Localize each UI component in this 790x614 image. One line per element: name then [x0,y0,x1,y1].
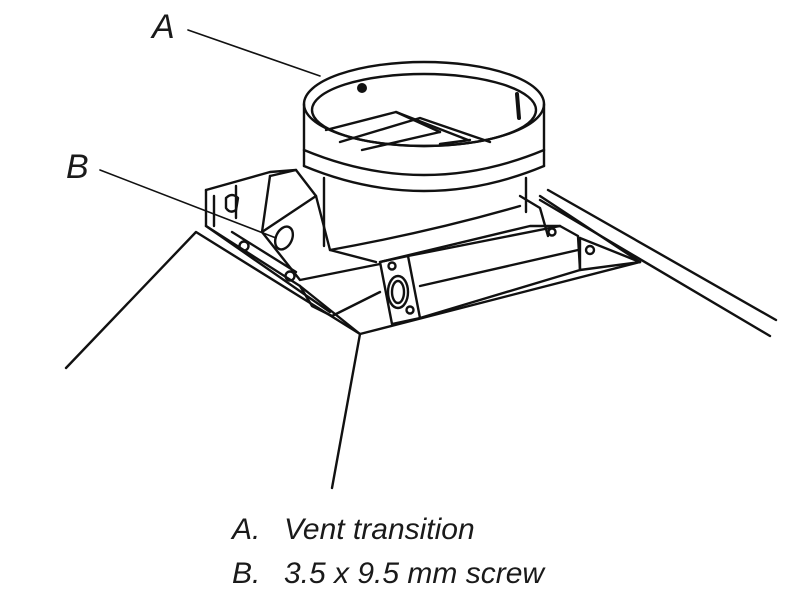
legend: A. Vent transition B. 3.5 x 9.5 mm screw [232,508,544,596]
legend-text: 3.5 x 9.5 mm screw [284,557,545,590]
hood-body [64,188,778,490]
legend-item-b: B. 3.5 x 9.5 mm screw [232,552,544,596]
collar-hole [357,83,367,93]
legend-text: Vent transition [284,513,475,546]
callout-a: A [152,8,175,46]
mounting-bracket [204,168,642,336]
legend-letter: A. [232,513,261,546]
callout-b: B [66,148,89,186]
leader-line-a [187,29,321,77]
vent-collar [302,60,546,248]
transition-base [260,168,550,282]
legend-item-a: A. Vent transition [232,508,544,552]
legend-letter: B. [232,557,261,590]
leader-line-b [99,169,277,239]
electrical-box [378,224,582,326]
